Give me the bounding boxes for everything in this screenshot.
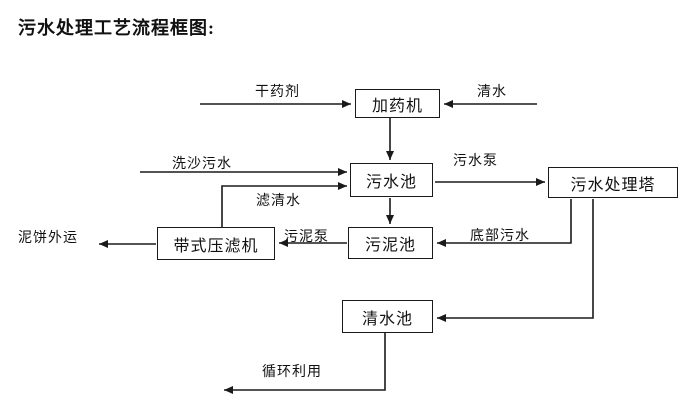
label-recycle-use: 循环利用 xyxy=(262,365,322,380)
label-filtered-water: 滤清水 xyxy=(256,194,301,209)
arrow-clean-water-pool-to-recycle xyxy=(224,333,386,394)
label-sand-wash-sewage: 洗沙污水 xyxy=(172,157,232,172)
page-title: 污水处理工艺流程框图: xyxy=(18,18,215,38)
arrow-bottom-sewage-to-sludge-pool xyxy=(437,199,572,247)
node-clean-water-pool: 清水池 xyxy=(342,300,433,333)
node-belt-filter-press: 带式压滤机 xyxy=(157,227,275,260)
node-dosing-machine: 加药机 xyxy=(355,89,440,118)
label-bottom-sewage: 底部污水 xyxy=(470,229,530,244)
label-mud-cake-out: 泥饼外运 xyxy=(18,231,78,246)
arrow-tower-to-clean-water-pool xyxy=(437,199,594,322)
label-sewage-pump: 污水泵 xyxy=(453,154,498,169)
node-treatment-tower: 污水处理塔 xyxy=(548,167,678,198)
label-sludge-pump: 污泥泵 xyxy=(284,230,329,245)
node-sludge-pool: 污泥池 xyxy=(348,227,433,259)
arrow-filtered-water-to-sewage-pool xyxy=(221,182,347,227)
node-sewage-pool: 污水池 xyxy=(350,163,433,197)
label-clean-water: 清水 xyxy=(477,85,507,100)
label-dry-chemical: 干药剂 xyxy=(255,85,300,100)
